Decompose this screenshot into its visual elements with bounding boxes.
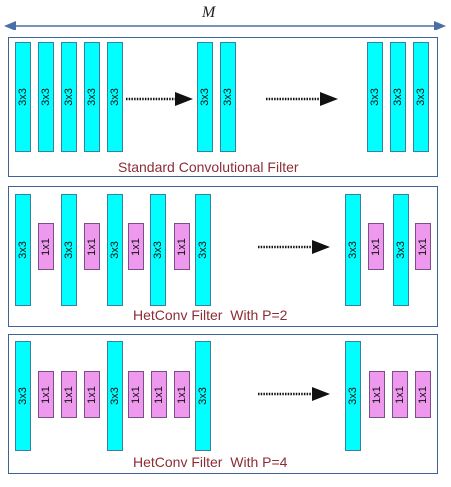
p3-kernel-3x3-1: 3x3 [15, 341, 31, 451]
p2-kernel-1x1-2: 1x1 [38, 223, 54, 270]
p2-kernel-1x1-4: 1x1 [84, 223, 100, 270]
p2-kernel-1x1-8: 1x1 [174, 223, 190, 270]
p2-kernel-1x1-11-label: 1x1 [370, 237, 382, 256]
p3-kernel-3x3-5-label: 3x3 [109, 387, 121, 405]
p3-kernel-1x1-6-label: 1x1 [130, 385, 142, 404]
p3-kernel-1x1-6: 1x1 [128, 371, 144, 418]
p2-kernel-3x3-1: 3x3 [15, 194, 31, 306]
p1-kernel-3x3-7-label: 3x3 [222, 88, 234, 106]
p2-kernel-3x3-10: 3x3 [345, 194, 361, 306]
p2-kernel-1x1-4-label: 1x1 [86, 237, 98, 256]
p3-kernel-3x3-9-label: 3x3 [197, 387, 209, 405]
p3-kernel-1x1-12-label: 1x1 [394, 385, 406, 404]
p2-kernel-3x3-7-label: 3x3 [152, 241, 164, 259]
p2-kernel-3x3-10-label: 3x3 [347, 241, 359, 259]
p1-kernel-3x3-10-label: 3x3 [415, 88, 427, 106]
hetconv-p2-caption: HetConv Filter With P=2 [133, 307, 288, 323]
p2-kernel-1x1-13: 1x1 [415, 223, 431, 270]
p1-arrow-1 [126, 92, 193, 106]
p1-kernel-3x3-8: 3x3 [367, 42, 383, 152]
p1-kernel-3x3-7: 3x3 [220, 42, 236, 152]
p3-kernel-1x1-4-label: 1x1 [86, 385, 98, 404]
p1-kernel-3x3-5: 3x3 [107, 42, 123, 152]
p3-kernel-1x1-7: 1x1 [151, 371, 167, 418]
p3-kernel-1x1-4: 1x1 [84, 371, 100, 418]
p3-kernel-3x3-5: 3x3 [107, 341, 123, 451]
p2-kernel-3x3-12: 3x3 [393, 194, 409, 306]
hetconv-p2-panel [8, 186, 438, 327]
p2-arrow [258, 240, 330, 254]
p3-kernel-1x1-3-label: 1x1 [63, 385, 75, 404]
p1-kernel-3x3-10: 3x3 [413, 42, 429, 152]
p2-kernel-1x1-6-label: 1x1 [130, 237, 142, 256]
p1-kernel-3x3-3-label: 3x3 [63, 88, 75, 106]
p2-kernel-1x1-13-label: 1x1 [417, 237, 429, 256]
p2-kernel-3x3-3: 3x3 [61, 194, 77, 306]
p3-kernel-3x3-1-label: 3x3 [17, 387, 29, 405]
p3-kernel-3x3-10-label: 3x3 [347, 387, 359, 405]
hetconv-p4-panel [8, 334, 438, 474]
p1-kernel-3x3-4: 3x3 [84, 42, 100, 152]
p1-kernel-3x3-2-label: 3x3 [40, 88, 52, 106]
p3-kernel-1x1-7-label: 1x1 [153, 385, 165, 404]
p1-kernel-3x3-8-label: 3x3 [369, 88, 381, 106]
p1-kernel-3x3-2: 3x3 [38, 42, 54, 152]
p2-kernel-1x1-11: 1x1 [368, 223, 384, 270]
p2-kernel-3x3-7: 3x3 [150, 194, 166, 306]
p3-kernel-1x1-11: 1x1 [369, 371, 385, 418]
p1-kernel-3x3-9-label: 3x3 [392, 88, 404, 106]
p1-kernel-3x3-9: 3x3 [390, 42, 406, 152]
p2-kernel-1x1-2-label: 1x1 [40, 237, 52, 256]
p2-kernel-3x3-9: 3x3 [195, 194, 211, 306]
p1-kernel-3x3-6-label: 3x3 [199, 88, 211, 106]
p1-kernel-3x3-5-label: 3x3 [109, 88, 121, 106]
p1-arrow-2 [266, 92, 338, 106]
p3-arrow [258, 387, 330, 401]
p1-kernel-3x3-4-label: 3x3 [86, 88, 98, 106]
dimension-label: M [202, 4, 216, 21]
p2-kernel-3x3-3-label: 3x3 [63, 241, 75, 259]
p1-kernel-3x3-6: 3x3 [197, 42, 213, 152]
standard-filter-caption: Standard Convolutional Filter [118, 159, 299, 175]
p3-kernel-1x1-2: 1x1 [38, 371, 54, 418]
p3-kernel-1x1-11-label: 1x1 [371, 385, 383, 404]
p3-kernel-3x3-10: 3x3 [345, 341, 361, 451]
p2-kernel-3x3-5-label: 3x3 [109, 241, 121, 259]
p2-kernel-3x3-5: 3x3 [107, 194, 123, 306]
p3-kernel-1x1-3: 1x1 [61, 371, 77, 418]
p3-kernel-1x1-13-label: 1x1 [417, 385, 429, 404]
p2-kernel-3x3-9-label: 3x3 [197, 241, 209, 259]
p2-kernel-1x1-6: 1x1 [128, 223, 144, 270]
p2-kernel-3x3-1-label: 3x3 [17, 241, 29, 259]
p3-kernel-1x1-12: 1x1 [392, 371, 408, 418]
p3-kernel-1x1-2-label: 1x1 [40, 385, 52, 404]
p1-kernel-3x3-3: 3x3 [61, 42, 77, 152]
p3-kernel-3x3-9: 3x3 [195, 341, 211, 451]
p1-kernel-3x3-1-label: 3x3 [17, 88, 29, 106]
p2-kernel-1x1-8-label: 1x1 [176, 237, 188, 256]
p3-kernel-1x1-8: 1x1 [174, 371, 190, 418]
dimension-arrow [4, 21, 446, 30]
p3-kernel-1x1-8-label: 1x1 [176, 385, 188, 404]
p3-kernel-1x1-13: 1x1 [415, 371, 431, 418]
p1-kernel-3x3-1: 3x3 [15, 42, 31, 152]
p2-kernel-3x3-12-label: 3x3 [395, 241, 407, 259]
hetconv-p4-caption: HetConv Filter With P=4 [133, 454, 288, 470]
